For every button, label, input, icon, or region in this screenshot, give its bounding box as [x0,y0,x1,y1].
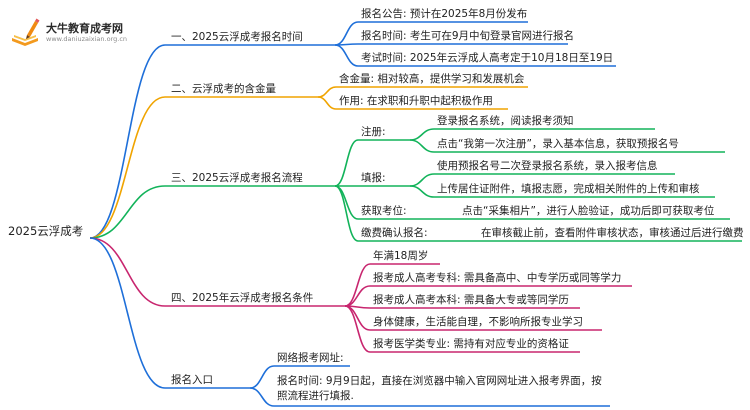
branch-4-item-2: 报考成人高考专科: 需具备高中、中专学历或同等学力 [373,272,622,284]
branch-1-title: 一、2025云浮成考报名时间 [171,31,303,43]
brand-logo[interactable]: 大牛教育成考网 www.daniuzaixian.org.cn [8,16,138,50]
branch-3-step-1-detail-2-connector [409,139,435,153]
branch-4-leaf-2-connector [344,285,371,307]
branch-4-title: 四、2025年云浮成考报名条件 [171,292,314,304]
step-fill-detail-2: 上传居住证附件，填报志愿，完成相关附件的上传和审核 [437,183,700,195]
branch-3-step-1-connector [334,139,359,187]
branch-1-item-2: 报名时间: 考生可在9月中旬登录官网进行报名 [361,30,575,42]
branch-5-leaf-1-connector [249,365,275,389]
branch-3-step-1-detail-1-connector [409,128,435,141]
root-to-branch-3-connector [89,185,166,239]
branch-4-item-5: 报考医学类专业: 需持有对应专业的资格证 [373,338,569,350]
branch-4-item-1: 年满18周岁 [373,250,429,262]
branch-5-item-1: 网络报考网址: [277,352,344,364]
step-register-detail-2: 点击“我第一次注册”，录入基本信息，获取预报名号 [437,138,679,150]
branch-3-title: 三、2025云浮成考报名流程 [171,172,303,184]
branch-1-leaf-3-connector [334,44,359,67]
branch-4-leaf-5-connector [344,305,371,353]
step-register-label: 注册: [361,126,386,138]
branch-5-title: 报名入口 [171,374,213,386]
branch-4-item-3: 报考成人高考本科: 需具备大专或等同学历 [373,294,569,306]
branch-3-step-2-detail-1-connector [409,173,435,187]
step-seat-label: 获取考位: [361,205,407,217]
step-seat-detail-1: 点击“采集相片”，进行人脸验证，成功后即可获取考位 [462,205,715,217]
brand-url: www.daniuzaixian.org.cn [46,35,128,43]
step-pay-detail-1: 在审核截止前，查看附件审核状态，审核通过后进行缴费 [481,227,744,239]
branch-1-item-1: 报名公告: 预计在2025年8月份发布 [361,8,528,20]
branch-2-item-1: 含金量: 相对较高，提供学习和发展机会 [339,73,525,85]
branch-4-item-4: 身体健康，生活能自理，不影响所报专业学习 [373,316,583,328]
branch-1-leaf-1-connector [334,21,359,46]
branch-5-item-2: 报名时间: 9月9日起，直接在浏览器中输入官网网址进入报考界面，按照流程进行填报… [277,375,602,402]
branch-5-leaf-2-connector [249,387,275,407]
branch-2-title: 二、云浮成考的含金量 [171,83,276,95]
branch-2-leaf-2-connector [317,96,337,110]
branch-3-step-4-connector [334,185,359,242]
step-fill-label: 填报: [361,172,386,184]
book-pencil-logo-icon [12,18,40,46]
root-to-branch-5-connector [89,237,166,389]
root-to-branch-4-connector [89,237,166,307]
branch-4-leaf-1-connector [344,263,371,307]
root-node: 2025云浮成考 [8,224,84,238]
brand-name: 大牛教育成考网 [46,22,123,35]
branch-2-leaf-1-connector [317,86,337,98]
root-to-branch-1-connector [89,44,166,239]
step-pay-label: 缴费确认报名: [361,227,428,239]
branch-3-step-2-detail-2-connector [409,185,435,198]
step-fill-detail-1: 使用预报名号二次登录报名系统，录入报考信息 [437,160,658,172]
root-to-branch-2-connector [89,96,166,239]
step-register-detail-1: 登录报名系统，阅读报考须知 [437,115,574,127]
branch-1-item-3: 考试时间: 2025年云浮成人高考定于10月18日至19日 [361,52,614,64]
branch-2-item-2: 作用: 在求职和升职中起积极作用 [339,95,493,107]
